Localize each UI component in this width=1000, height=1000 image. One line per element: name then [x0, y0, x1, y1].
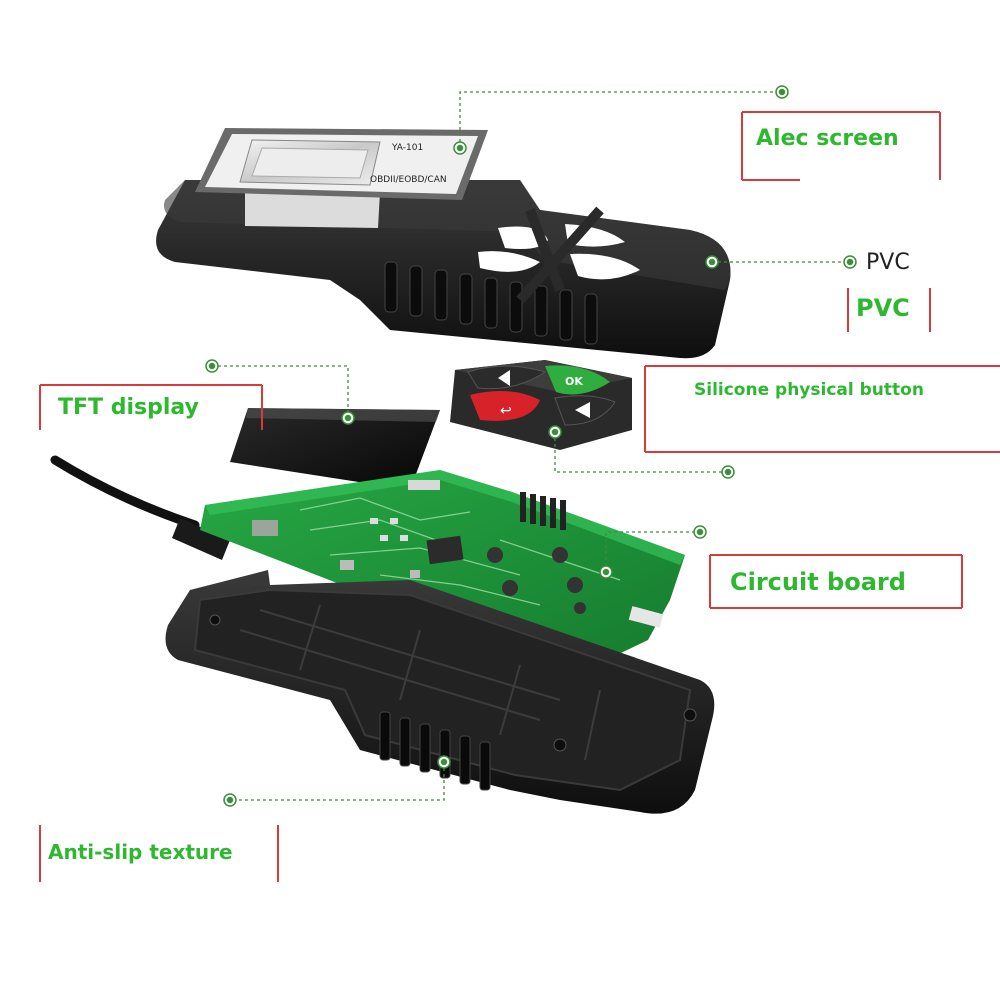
leader-dots — [205, 85, 857, 807]
back-key: ↩ — [470, 391, 540, 421]
label-tft-display: TFT display — [58, 395, 199, 420]
obd-cable — [50, 455, 230, 560]
label-frames — [39, 111, 1000, 882]
ok-key-label: OK — [565, 375, 583, 388]
label-pvc-plain: PVC — [866, 250, 910, 275]
label-circuit-board: Circuit board — [730, 568, 906, 596]
top-case — [156, 180, 731, 359]
silicone-button-pad: OK ↩ — [450, 360, 632, 450]
leader-lines — [212, 91, 850, 801]
top-case-ribs — [384, 261, 598, 345]
ok-key: OK — [545, 365, 610, 395]
protector-model-text: YA-101 — [391, 143, 423, 153]
label-silicone-button: Silicone physical button — [694, 380, 924, 400]
screen-protector: YA-101 OBDII/EOBD/CAN — [195, 128, 488, 200]
label-anti-slip: Anti-slip texture — [48, 840, 233, 864]
back-key-label: ↩ — [500, 403, 512, 419]
up-key — [467, 365, 547, 390]
protector-protocol-text: OBDII/EOBD/CAN — [370, 175, 447, 185]
label-alec-screen: Alec screen — [756, 126, 899, 151]
right-key — [554, 395, 616, 426]
label-pvc: PVC — [856, 294, 910, 322]
bottom-case-grid — [239, 604, 601, 761]
pcb-components — [252, 480, 664, 628]
